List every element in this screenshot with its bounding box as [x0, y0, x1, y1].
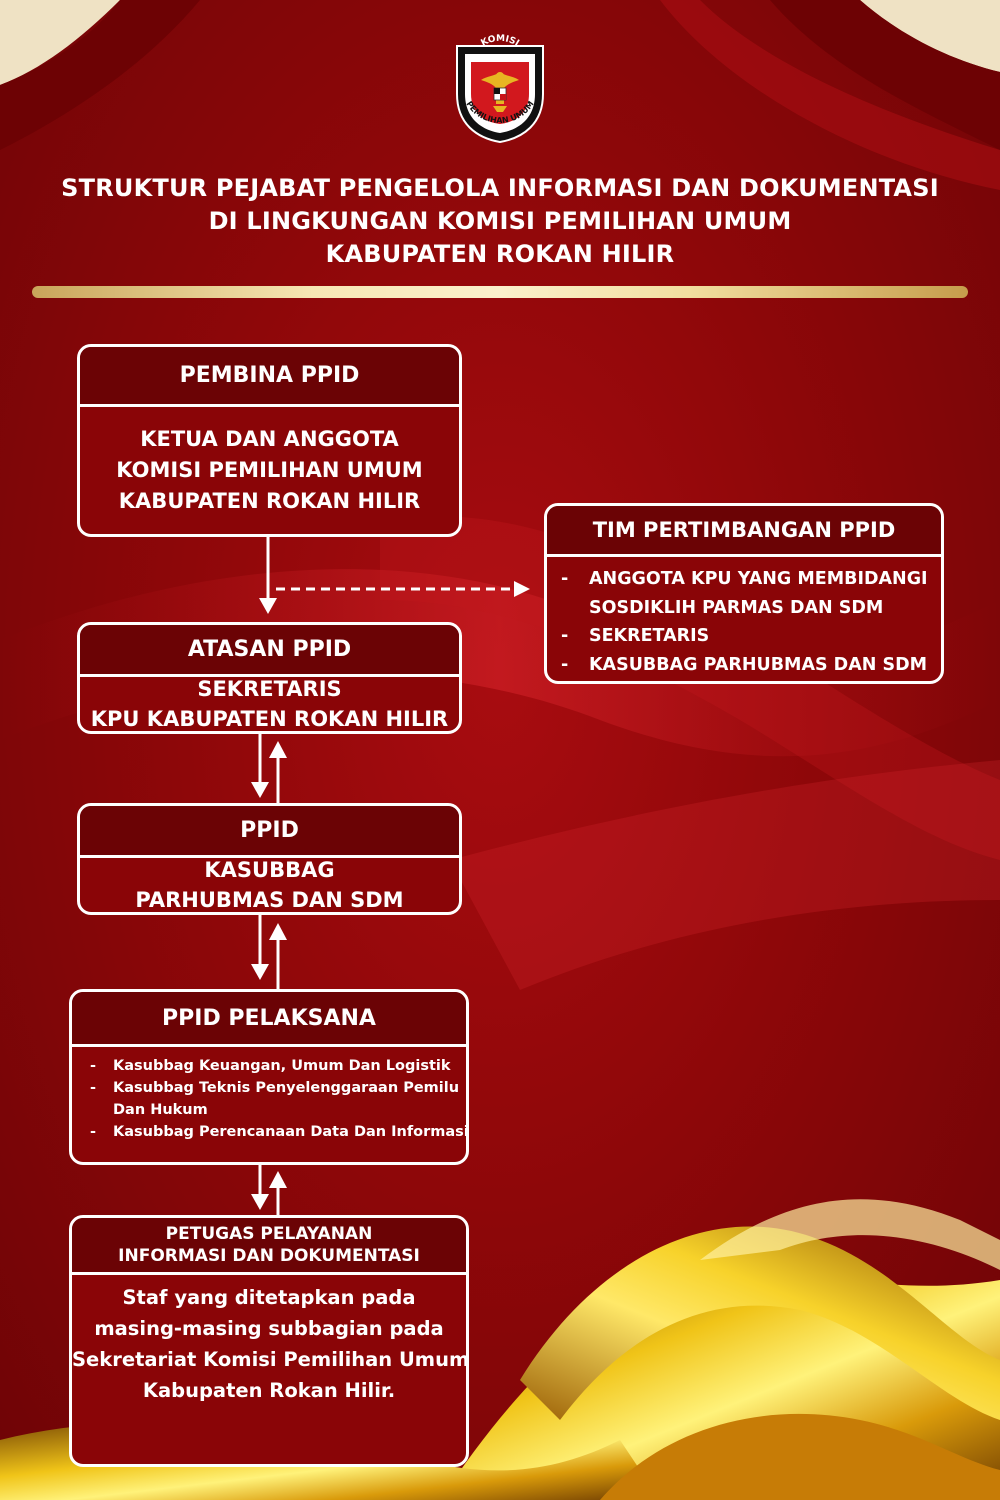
silk-ribbon-2: [380, 516, 1000, 860]
atasan-line-2: KPU KABUPATEN ROKAN HILIR: [90, 707, 449, 731]
atasan-ppid-box: ATASAN PPID SEKRETARIS KPU KABUPATEN ROK…: [77, 622, 462, 734]
tim-pertimbangan-heading: TIM PERTIMBANGAN PPID: [547, 506, 941, 557]
atasan-line-1: SEKRETARIS: [197, 677, 342, 701]
title-line-1: STRUKTUR PEJABAT PENGELOLA INFORMASI DAN…: [61, 174, 939, 202]
curtain-right-fold: [660, 0, 1000, 190]
title-line-2: DI LINGKUNGAN KOMISI PEMILIHAN UMUM: [208, 207, 792, 235]
pembina-ppid-box: PEMBINA PPID KETUA DAN ANGGOTA KOMISI PE…: [77, 344, 462, 537]
tim-item-1-cont: SOSDIKLIH PARMAS DAN SDM: [589, 597, 884, 618]
pembina-line-1: KETUA DAN ANGGOTA: [140, 427, 399, 451]
petugas-line-4: Kabupaten Rokan Hilir.: [142, 1379, 396, 1402]
petugas-heading-line-1: PETUGAS PELAYANAN: [165, 1224, 373, 1244]
tim-item-3: -KASUBBAG PARHUBMAS DAN SDM: [561, 654, 928, 675]
silk-ribbon-1: [0, 569, 1000, 757]
curtain-left-light: [0, 0, 120, 85]
ppid-line-1: KASUBBAG: [204, 858, 335, 882]
atasan-ppid-body: SEKRETARIS KPU KABUPATEN ROKAN HILIR: [80, 677, 459, 731]
silk-ribbon-3: [450, 760, 1000, 990]
pembina-line-2: KOMISI PEMILIHAN UMUM: [116, 458, 423, 482]
pembina-ppid-body: KETUA DAN ANGGOTA KOMISI PEMILIHAN UMUM …: [80, 407, 459, 534]
ppid-pelaksana-box: PPID PELAKSANA -Kasubbag Keuangan, Umum …: [69, 989, 469, 1165]
gold-silk-2: [520, 1226, 1000, 1420]
gold-highlight: [700, 1199, 1000, 1270]
title-line-3: KABUPATEN ROKAN HILIR: [325, 240, 675, 268]
petugas-pelayanan-box: PETUGAS PELAYANAN INFORMASI DAN DOKUMENT…: [69, 1215, 469, 1467]
petugas-heading-line-2: INFORMASI DAN DOKUMENTASI: [118, 1246, 420, 1266]
pelaksana-item-1: -Kasubbag Keuangan, Umum Dan Logistik: [90, 1058, 451, 1074]
curtain-left-dark: [0, 0, 200, 150]
ppid-pelaksana-list: -Kasubbag Keuangan, Umum Dan Logistik -K…: [72, 1047, 466, 1143]
tim-pertimbangan-list: -ANGGOTA KPU YANG MEMBIDANGI SOSDIKLIH P…: [547, 557, 941, 679]
curtain-right-light: [860, 0, 1000, 72]
ppid-body: KASUBBAG PARHUBMAS DAN SDM: [80, 858, 459, 912]
petugas-heading: PETUGAS PELAYANAN INFORMASI DAN DOKUMENT…: [72, 1218, 466, 1275]
petugas-line-3: Sekretariat Komisi Pemilihan Umum: [72, 1348, 469, 1371]
logo-top-text: KOMISI: [480, 34, 521, 49]
ppid-line-2: PARHUBMAS DAN SDM: [135, 888, 404, 912]
ppid-heading: PPID: [80, 806, 459, 858]
petugas-line-2: masing-masing subbagian pada: [94, 1317, 444, 1340]
gold-divider: [32, 286, 968, 298]
garuda-emblem-icon: [481, 72, 519, 112]
pelaksana-item-3: -Kasubbag Perencanaan Data Dan Informasi: [90, 1124, 469, 1140]
tim-item-1: -ANGGOTA KPU YANG MEMBIDANGI: [561, 569, 928, 589]
kpu-logo: KOMISI PEMILIHAN UMUM: [456, 34, 544, 144]
tim-pertimbangan-box: TIM PERTIMBANGAN PPID -ANGGOTA KPU YANG …: [544, 503, 944, 684]
ppid-pelaksana-heading: PPID PELAKSANA: [72, 992, 466, 1047]
pembina-line-3: KABUPATEN ROKAN HILIR: [118, 489, 421, 513]
petugas-body: Staf yang ditetapkan pada masing-masing …: [72, 1275, 466, 1406]
page-title: STRUKTUR PEJABAT PENGELOLA INFORMASI DAN…: [0, 172, 1000, 271]
ppid-box: PPID KASUBBAG PARHUBMAS DAN SDM: [77, 803, 462, 915]
gold-silk-4: [600, 1413, 1000, 1500]
petugas-line-1: Staf yang ditetapkan pada: [122, 1286, 416, 1309]
curtain-right-dark: [770, 0, 1000, 150]
pelaksana-item-2-cont: Dan Hukum: [113, 1102, 208, 1118]
pembina-ppid-heading: PEMBINA PPID: [80, 347, 459, 407]
atasan-ppid-heading: ATASAN PPID: [80, 625, 459, 677]
tim-item-2: -SEKRETARIS: [561, 626, 710, 646]
pelaksana-item-2: -Kasubbag Teknis Penyelenggaraan Pemilu: [90, 1080, 460, 1096]
